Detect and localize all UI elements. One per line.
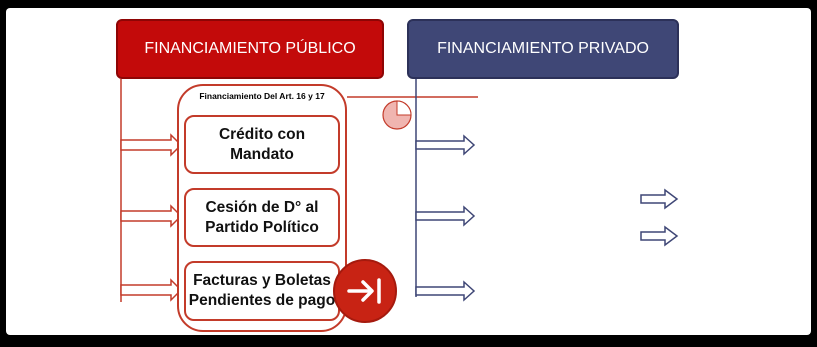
item-label: Cesión de D° al Partido Político bbox=[205, 198, 319, 236]
private-branch-arrow-3 bbox=[415, 280, 476, 302]
item-label: Facturas y Boletas Pendientes de pago bbox=[188, 272, 336, 309]
right-arrow-icon bbox=[640, 225, 679, 247]
pie-chart-icon bbox=[382, 100, 412, 130]
right-arrow-icon bbox=[640, 188, 679, 210]
private-header-label: FINANCIAMIENTO PRIVADO bbox=[437, 40, 649, 57]
article-label: Financiamiento Del Art. 16 y 17 bbox=[199, 91, 325, 101]
exit-arrow-icon bbox=[347, 278, 381, 304]
item-facturas-boletas: Facturas y Boletas Pendientes de pago bbox=[184, 261, 340, 321]
private-branch-arrow-2 bbox=[415, 205, 476, 227]
item-credito-mandato: Crédito con Mandato bbox=[184, 115, 340, 174]
public-branch-arrow-3 bbox=[120, 278, 183, 302]
public-branch-arrow-2 bbox=[120, 204, 183, 228]
public-branch-arrow-1 bbox=[120, 133, 183, 157]
slide-background-bottom bbox=[404, 318, 808, 334]
exit-arrow-button[interactable] bbox=[333, 259, 397, 323]
item-cesion-derecho: Cesión de D° al Partido Político bbox=[184, 188, 340, 247]
public-financing-header: FINANCIAMIENTO PÚBLICO bbox=[116, 19, 384, 79]
private-branch-arrow-1 bbox=[415, 134, 476, 156]
item-label: Crédito con Mandato bbox=[218, 125, 306, 163]
private-financing-header: FINANCIAMIENTO PRIVADO bbox=[407, 19, 679, 79]
public-header-label: FINANCIAMIENTO PÚBLICO bbox=[144, 40, 356, 57]
